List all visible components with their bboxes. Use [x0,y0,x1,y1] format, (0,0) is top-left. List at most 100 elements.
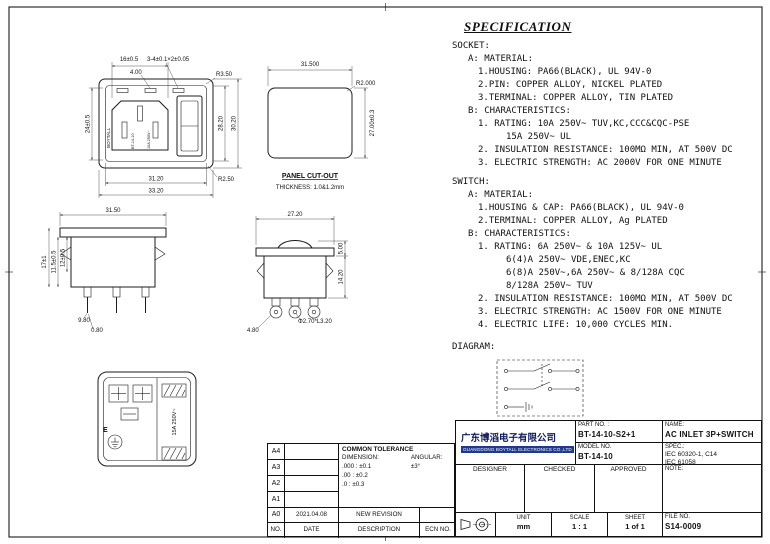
dim-3150: 31.50 [105,208,121,214]
switch-material-heading: A: MATERIAL: [468,190,534,200]
company-name-group: 广东博滔电子有限公司 GUANGDONG BOYTALL ELECTRONICS… [461,433,574,453]
dim-115: 11.5±0.5 [52,250,58,274]
switch-section-heading: SWITCH: [452,177,490,187]
unit-label: UNIT [516,515,531,521]
spec-cell: SPEC.: IEC 60320-1, C14 IEC 61058 [663,443,762,465]
rev-row-a3: A3 [268,460,285,476]
dim-480: 4.80 [247,328,259,334]
revision-and-tolerance-block: A4 A3 A2 A1 COMMON TOLERANCE DIMENSION:A… [267,443,456,538]
approved-cell: APPROVED [595,465,663,513]
dim-slots: 3-4±0.1×2±0.05 [147,57,190,63]
spec-line: 2.TERMINAL: COPPER ALLOY, Ag PLATED [478,216,668,226]
model-no-cell: MODEL NO. BT-14-10 [576,443,663,465]
projection-symbol-cell [456,513,496,536]
dim-4: 4.00 [130,70,142,76]
dim-2720: 27.20 [287,212,303,218]
company-name-en: GUANGDONG BOYTALL ELECTRONICS CO.,LTD [461,445,574,453]
front-model-text: BT-14-10 [131,133,135,149]
company-logo-cell: 广东博滔电子有限公司 GUANGDONG BOYTALL ELECTRONICS… [456,421,576,465]
sheet-cell: SHEET 1 of 1 [608,513,663,536]
switch-characteristics-heading: B: CHARACTERISTICS: [468,229,571,239]
spec-label: SPEC.: [665,444,685,450]
rev-row-a0: A0 [268,508,285,523]
spec-line: 4. ELECTRIC LIFE: 10,000 CYCLES MIN. [478,320,674,330]
rear-view-drawing: E 15A 250V~ [97,371,197,467]
name-value: AC INLET 3P+SWITCH [665,430,754,439]
spec-line: 3. ELECTRIC STRENGTH: AC 1500V FOR ONE M… [478,307,722,317]
spec-line: 6(8)A 250V~,6A 250V~ & 8/128A CQC [506,268,685,278]
checked-cell: CHECKED [525,465,595,513]
dim-24: 24±0.5 [86,114,92,133]
rev-date-cell [285,444,339,460]
file-no-label: FILE NO. [665,514,691,520]
spec-title: SPECIFICATION [464,19,572,34]
panel-cutout-label: PANEL CUT-OUT [282,173,339,180]
rev-row-a1: A1 [268,492,285,508]
dim-980: 9.80 [78,318,90,324]
rev-header-description: DESCRIPTION [339,523,420,538]
dim-r2000: R2.000 [356,81,376,87]
sheet-label: SHEET [624,515,645,521]
name-cell: NAME: AC INLET 3P+SWITCH [663,421,762,443]
panel-cutout-drawing: 31.500 R2.000 27.00±0.3 PANEL CUT-OUT TH… [267,62,376,191]
panel-thickness-label: THICKNESS: 1.0&1.2mm [276,185,344,191]
socket-section-heading: SOCKET: [452,41,490,51]
spec-line: 2. INSULATION RESISTANCE: 100MΩ MIN, AT … [478,294,733,304]
dim-31500: 31.500 [301,62,320,68]
note-label: NOTE: [665,466,684,472]
rev-date-cell [285,476,339,492]
tolerance-angular-value: ±3° [410,463,421,470]
spec-line: 1. RATING: 6A 250V~ & 10A 125V~ UL [478,242,663,252]
file-no-value: S14-0009 [665,522,702,531]
scale-value: 1 : 1 [571,522,587,531]
rev-row-a2: A2 [268,476,285,492]
model-no-value: BT-14-10 [578,452,613,461]
switch-view-drawing: 27.20 5.00 14.20 Φ2.70*L3.20 4.80 [247,212,348,334]
dim-3120: 31.20 [148,177,164,183]
part-no-value: BT-14-10-S2+1 [578,430,636,439]
dim-3320: 33.20 [148,189,164,195]
dim-r250: R2.50 [218,177,235,183]
third-angle-projection-icon [460,518,491,531]
company-name-cn: 广东博滔电子有限公司 [461,432,557,444]
dim-1420: 14.20 [339,269,345,285]
tolerance-item: .00 : ±0.2 [342,472,368,479]
tolerance-dimension-label: DIMENSION: [342,454,379,461]
spec-line: 6(4)A 250V~ VDE,ENEC,KC [506,255,631,265]
tolerance-item: .0 : ±0.3 [342,481,365,488]
dim-16: 16±0.5 [120,57,139,63]
specification-panel: SPECIFICATION SOCKET: A: MATERIAL: 1.HOU… [452,20,764,354]
side-view-drawing: 31.50 17±1 11.5±0.5 12±0.5 9.80 0.80 [42,208,167,334]
spec-line: 1.HOUSING: PA66(BLACK), UL 94V-0 [478,67,652,77]
tolerance-block: COMMON TOLERANCE DIMENSION:ANGULAR: .000… [339,444,456,508]
part-no-label: PART NO. : [578,422,610,428]
earth-terminal-label: E [103,427,108,434]
rev-a0-description: NEW REVISION [339,508,420,523]
spec-value-2: IEC 61058 [665,459,696,465]
dim-500: 5.00 [339,242,345,254]
front-rating-text: 10A 250V~ [147,130,151,149]
sheet-value: 1 of 1 [625,522,645,531]
dim-3020: 30.20 [232,115,238,131]
circuit-diagram [496,359,584,417]
unit-cell: UNIT mm [496,513,552,536]
dim-pin: Φ2.70*L3.20 [298,319,332,325]
spec-line: 3. ELECTRIC STRENGTH: AC 2000V FOR ONE M… [478,158,722,168]
file-no-cell: FILE NO. S14-0009 [663,513,762,536]
spec-line: 2. INSULATION RESISTANCE: 100MΩ MIN, AT … [478,145,733,155]
spec-line: 15A 250V~ UL [506,132,572,142]
rev-date-cell [285,492,339,508]
spec-line: 1. RATING: 10A 250V~ TUV,KC,CCC&CQC-PSE [478,119,690,129]
rev-header-no: NO. [268,523,285,538]
rev-a0-date: 2021.04.08 [285,508,339,523]
part-no-cell: PART NO. : BT-14-10-S2+1 [576,421,663,443]
designer-cell: DESIGNER [456,465,525,513]
rev-header-date: DATE [285,523,339,538]
tolerance-item: .000 : ±0.1 [342,463,372,470]
rev-header-ecn: ECN NO. [425,526,451,533]
scale-label: SCALE [569,515,590,521]
spec-line: 2.PIN: COPPER ALLOY, NICKEL PLATED [478,80,663,90]
socket-material-heading: A: MATERIAL: [468,54,534,64]
dim-2700: 27.00±0.3 [370,109,376,136]
